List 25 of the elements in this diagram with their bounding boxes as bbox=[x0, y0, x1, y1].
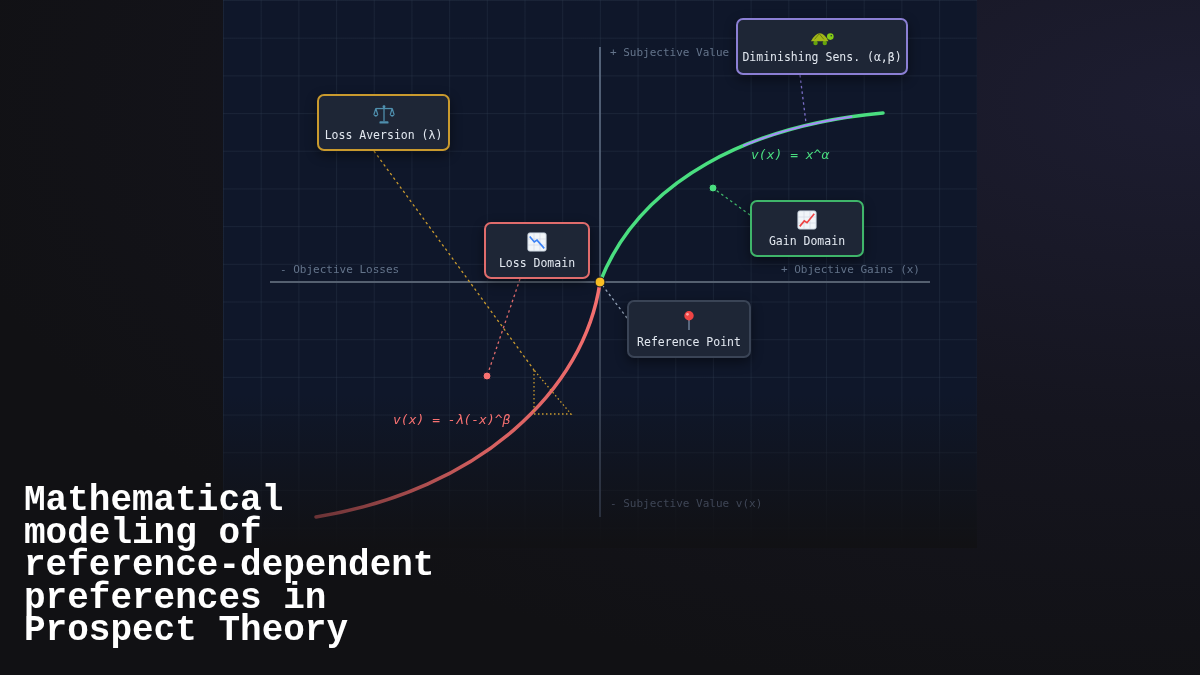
axis-label: - Objective Losses bbox=[280, 263, 400, 277]
axis-label: + Objective Gains (x) bbox=[780, 263, 920, 277]
curve-point-marker bbox=[482, 371, 492, 381]
slope-triangle bbox=[533, 368, 573, 415]
callout-box bbox=[484, 222, 590, 279]
callout-box bbox=[317, 94, 450, 151]
reference-point-marker bbox=[594, 276, 606, 288]
callout-label: Gain Domain bbox=[768, 233, 846, 248]
callout-label: Diminishing Sens. (α,β) bbox=[742, 50, 902, 64]
callout-label: Reference Point bbox=[637, 334, 741, 349]
highlighted-curve-segment bbox=[742, 115, 853, 147]
leader-line bbox=[715, 189, 751, 216]
curve-point-marker bbox=[708, 183, 718, 193]
axis-label: - Subjective Value v(x) bbox=[610, 497, 763, 511]
leader-line bbox=[602, 285, 628, 319]
callout-box bbox=[627, 300, 751, 358]
formula-label: v(x) = -λ(-x)^β bbox=[393, 412, 511, 428]
callout-box bbox=[736, 18, 908, 75]
callout-box bbox=[750, 200, 864, 257]
callout-label: Loss Aversion (λ) bbox=[324, 127, 443, 142]
leader-line bbox=[487, 278, 521, 373]
callout-label: Loss Domain bbox=[498, 255, 576, 270]
leader-line bbox=[373, 150, 535, 371]
formula-label: v(x) = x^α bbox=[751, 147, 830, 163]
page-title: Mathematical modeling of reference-dependent preferences in Prospect Theory bbox=[24, 485, 436, 648]
